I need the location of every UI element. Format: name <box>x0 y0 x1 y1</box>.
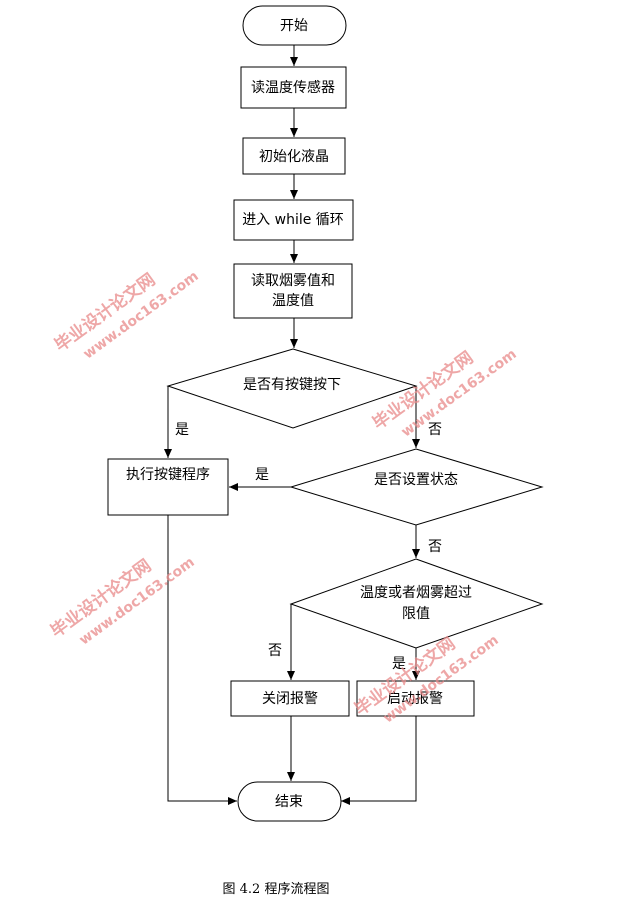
label-limit-no: 否 <box>268 643 282 659</box>
edges <box>164 45 420 805</box>
run-key-prog-box <box>107 458 229 516</box>
node-setting-state: 是否设置状态 <box>289 448 544 526</box>
label-setting-yes: 是 <box>255 467 269 483</box>
alarm-off-box <box>230 680 350 717</box>
node-enter-loop: 进入 while 循环 <box>233 199 354 241</box>
run-key-prog-label: 执行按键程序 <box>126 467 210 483</box>
node-alarm-off: 关闭报警 <box>230 680 350 717</box>
start-terminal <box>242 5 347 46</box>
read-values-label-line1: 读取烟雾值和 <box>251 272 335 289</box>
label-limit-yes: 是 <box>392 656 406 672</box>
init-lcd-label: 初始化液晶 <box>259 148 329 165</box>
over-limit-label-line2: 限值 <box>402 606 430 622</box>
node-init-lcd: 初始化液晶 <box>242 137 346 175</box>
enter-loop-box <box>233 199 354 241</box>
node-over-limit: 温度或者烟雾超过 限值 <box>289 558 544 649</box>
enter-loop-label: 进入 while 循环 <box>242 212 344 228</box>
key-pressed-label: 是否有按键按下 <box>243 377 341 393</box>
node-end: 结束 <box>237 781 342 822</box>
node-key-pressed: 是否有按键按下 <box>166 348 418 429</box>
setting-state-label: 是否设置状态 <box>374 472 458 488</box>
label-setting-no: 否 <box>428 539 442 555</box>
alarm-off-label: 关闭报警 <box>262 691 318 707</box>
init-lcd-box <box>242 137 346 175</box>
node-alarm-on: 启动报警 <box>356 680 475 717</box>
read-values-box <box>233 263 353 319</box>
node-run-key-prog: 执行按键程序 <box>107 458 229 516</box>
alarm-on-box <box>356 680 475 717</box>
over-limit-label-line1: 温度或者烟雾超过 <box>360 585 472 601</box>
node-read-values: 读取烟雾值和 温度值 <box>233 263 353 319</box>
edge-key-prog-to-end <box>167 515 237 805</box>
label-key-no: 否 <box>428 422 442 438</box>
read-values-label-line2: 温度值 <box>272 293 314 309</box>
label-key-yes: 是 <box>175 422 189 438</box>
end-terminal <box>237 781 342 822</box>
read-temp-box <box>240 66 347 109</box>
key-pressed-diamond <box>166 348 418 429</box>
alarm-on-label: 启动报警 <box>387 691 443 707</box>
node-start: 开始 <box>242 5 347 46</box>
start-label: 开始 <box>280 18 308 34</box>
end-label: 结束 <box>275 794 303 810</box>
node-read-temp: 读温度传感器 <box>240 66 347 109</box>
watermark-1: 毕业设计论文网 www.doc163.com <box>51 268 202 362</box>
watermark-3: 毕业设计论文网 www.doc163.com <box>47 554 198 648</box>
setting-state-diamond <box>289 448 544 526</box>
over-limit-diamond <box>289 558 544 649</box>
read-temp-label: 读温度传感器 <box>251 79 335 96</box>
figure-caption: 图 4.2 程序流程图 <box>223 882 330 897</box>
edge-alarm-on-to-end <box>341 716 417 805</box>
